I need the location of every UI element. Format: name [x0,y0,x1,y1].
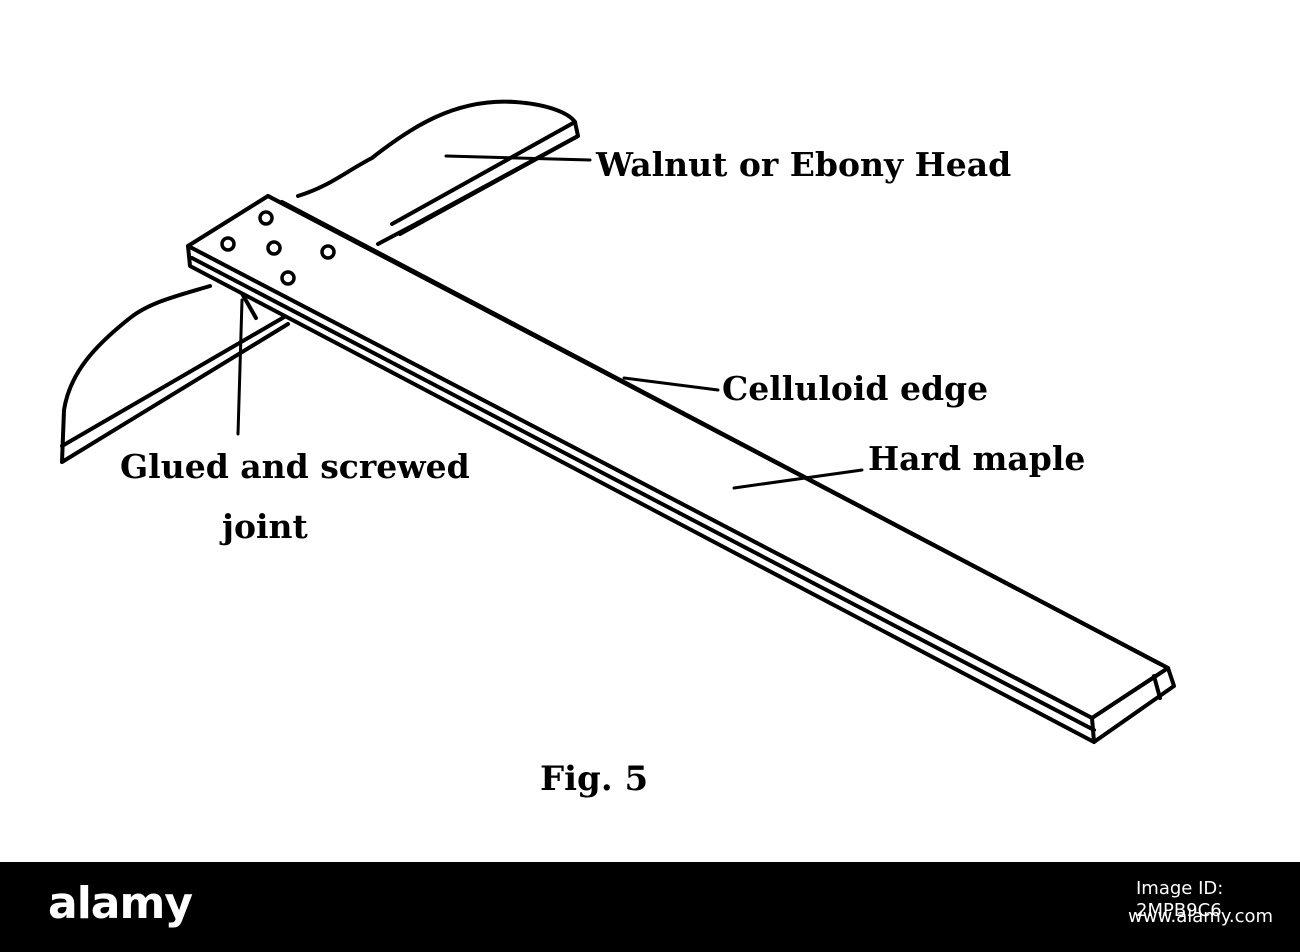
t-square-blade [186,194,1176,744]
head-upper-edge [390,120,577,226]
t-square-drawing [60,99,1176,744]
blade-end-inner [1152,674,1162,700]
joint-screws [220,210,336,286]
screw [320,244,336,260]
site-url-text: www.alamy.com [1128,906,1274,927]
label-glued-joint-line2: joint [222,507,308,546]
screw [258,210,274,226]
leader-lines [236,154,864,490]
label-celluloid-edge: Celluloid edge [722,369,989,408]
leader-edge [622,376,720,392]
leader-maple [732,468,864,490]
blade-end [1090,666,1176,744]
image-id-text: Image ID: 2MPB9C6 [1136,878,1224,921]
screw [266,240,282,256]
head-lower-edge [60,314,288,448]
label-glued-joint-line1: Glued and screwed [120,447,470,486]
leader-head [444,154,592,162]
label-hard-maple: Hard maple [868,439,1086,478]
head-upper-outline [296,99,580,246]
head-upper-edge-inner [398,134,580,236]
blade-front-inner [190,256,1096,732]
blade-edge-strip [280,200,1162,666]
label-walnut-head: Walnut or Ebony Head [596,145,1012,184]
leader-joint [236,298,244,436]
watermark-footer: alamy Image ID: 2MPB9C6 www.alamy.com [0,862,1300,952]
head-lower-outline [60,284,290,464]
screw [280,270,296,286]
screw [220,236,236,252]
figure-caption: Fig. 5 [540,759,649,799]
alamy-logo: alamy [48,878,193,929]
figure-area: Walnut or Ebony Head Celluloid edge Hard… [60,99,1176,799]
